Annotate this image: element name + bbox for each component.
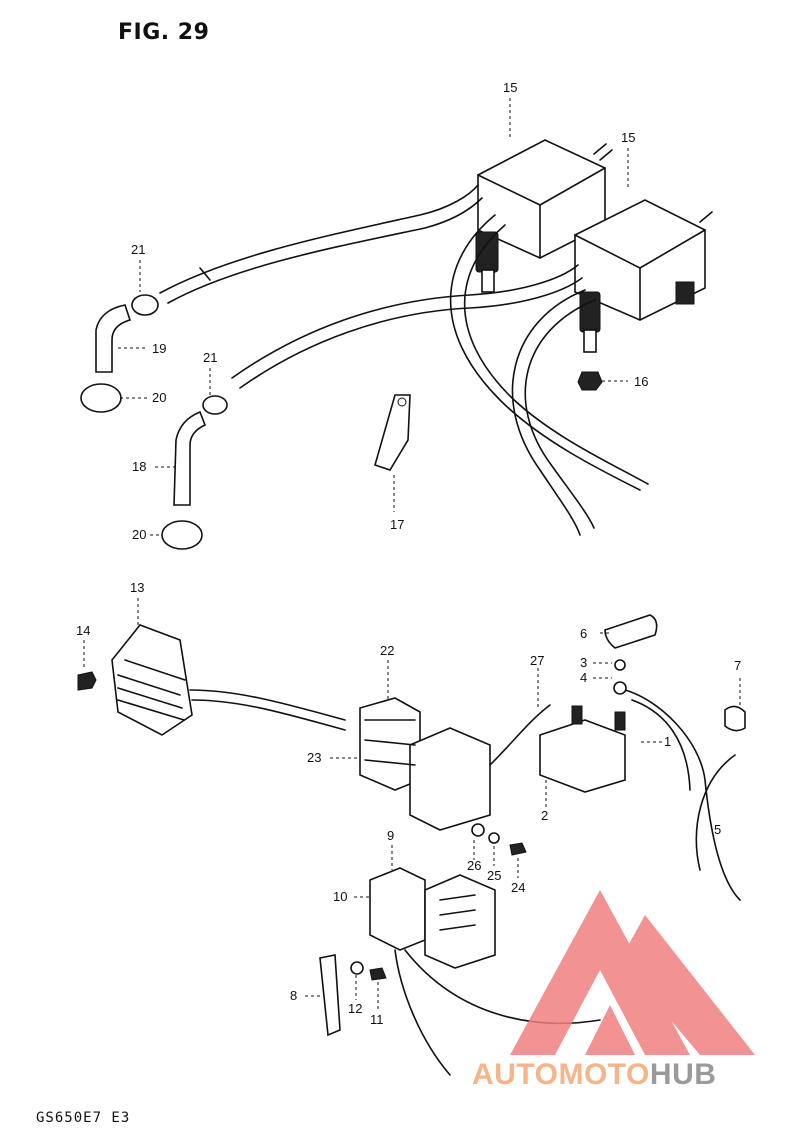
- leader-lines: [83, 98, 741, 1010]
- bracket-8: [319, 954, 341, 1037]
- callout-8: 8: [290, 988, 298, 1003]
- cap-7: [724, 705, 746, 732]
- callout-24: 24: [511, 880, 526, 895]
- callout-10: 10: [333, 889, 348, 904]
- watermark-text: AUTOMOTOHUB: [472, 1058, 716, 1092]
- watermark-logo: [510, 890, 755, 1055]
- figure-title: FIG. 29: [118, 20, 210, 45]
- callout-16: 16: [634, 374, 649, 389]
- callout-19: 19: [152, 341, 167, 356]
- callout-20: 20: [132, 527, 147, 542]
- callout-23: 23: [307, 750, 322, 765]
- fuse-box-9: [369, 867, 601, 1076]
- callout-9: 9: [387, 828, 395, 843]
- nut-25: [488, 832, 500, 844]
- ht-lead-long: [449, 214, 649, 536]
- callout-6: 6: [580, 626, 588, 641]
- relay-cap-6: [604, 614, 658, 649]
- watermark-text-part1: AUTOMOTO: [472, 1058, 650, 1091]
- callout-4: 4: [580, 670, 588, 685]
- screw-14: [77, 671, 97, 691]
- washer-3: [614, 659, 626, 671]
- model-code: GS650E7 E3: [36, 1110, 131, 1126]
- callout-27: 27: [530, 653, 545, 668]
- callout-17: 17: [390, 517, 405, 532]
- callout-14: 14: [76, 623, 91, 638]
- starter-relay-1: [489, 689, 741, 901]
- washer-12: [350, 961, 364, 975]
- callout-13: 13: [130, 580, 145, 595]
- screw-11: [369, 967, 387, 981]
- plug-cap-18: [161, 395, 228, 550]
- watermark-text-part2: HUB: [649, 1058, 717, 1091]
- callout-11: 11: [370, 1012, 384, 1027]
- callout-15: 15: [503, 80, 518, 95]
- regulator-rectifier-13: [111, 624, 346, 736]
- ignition-coil-front: [574, 199, 713, 353]
- plug-cap-19: [80, 294, 159, 413]
- callout-5: 5: [714, 822, 722, 837]
- callout-25: 25: [487, 868, 502, 883]
- callout-12: 12: [348, 1001, 363, 1016]
- screw-24: [509, 842, 527, 856]
- callout-20: 20: [152, 390, 167, 405]
- nut-16: [577, 371, 603, 391]
- callout-3: 3: [580, 655, 588, 670]
- ht-lead-lower: [231, 264, 583, 389]
- ht-lead-upper: [159, 184, 483, 304]
- callout-7: 7: [734, 658, 742, 673]
- lead-clamp-17: [374, 394, 411, 471]
- callout-15: 15: [621, 130, 636, 145]
- callout-1: 1: [664, 734, 672, 749]
- washer-26: [471, 823, 485, 837]
- callout-2: 2: [541, 808, 549, 823]
- callout-22: 22: [380, 643, 395, 658]
- callout-18: 18: [132, 459, 147, 474]
- callout-21: 21: [203, 350, 218, 365]
- igniter-unit-22: [359, 697, 491, 831]
- callout-21: 21: [131, 242, 146, 257]
- callout-26: 26: [467, 858, 482, 873]
- nut-4: [613, 681, 627, 695]
